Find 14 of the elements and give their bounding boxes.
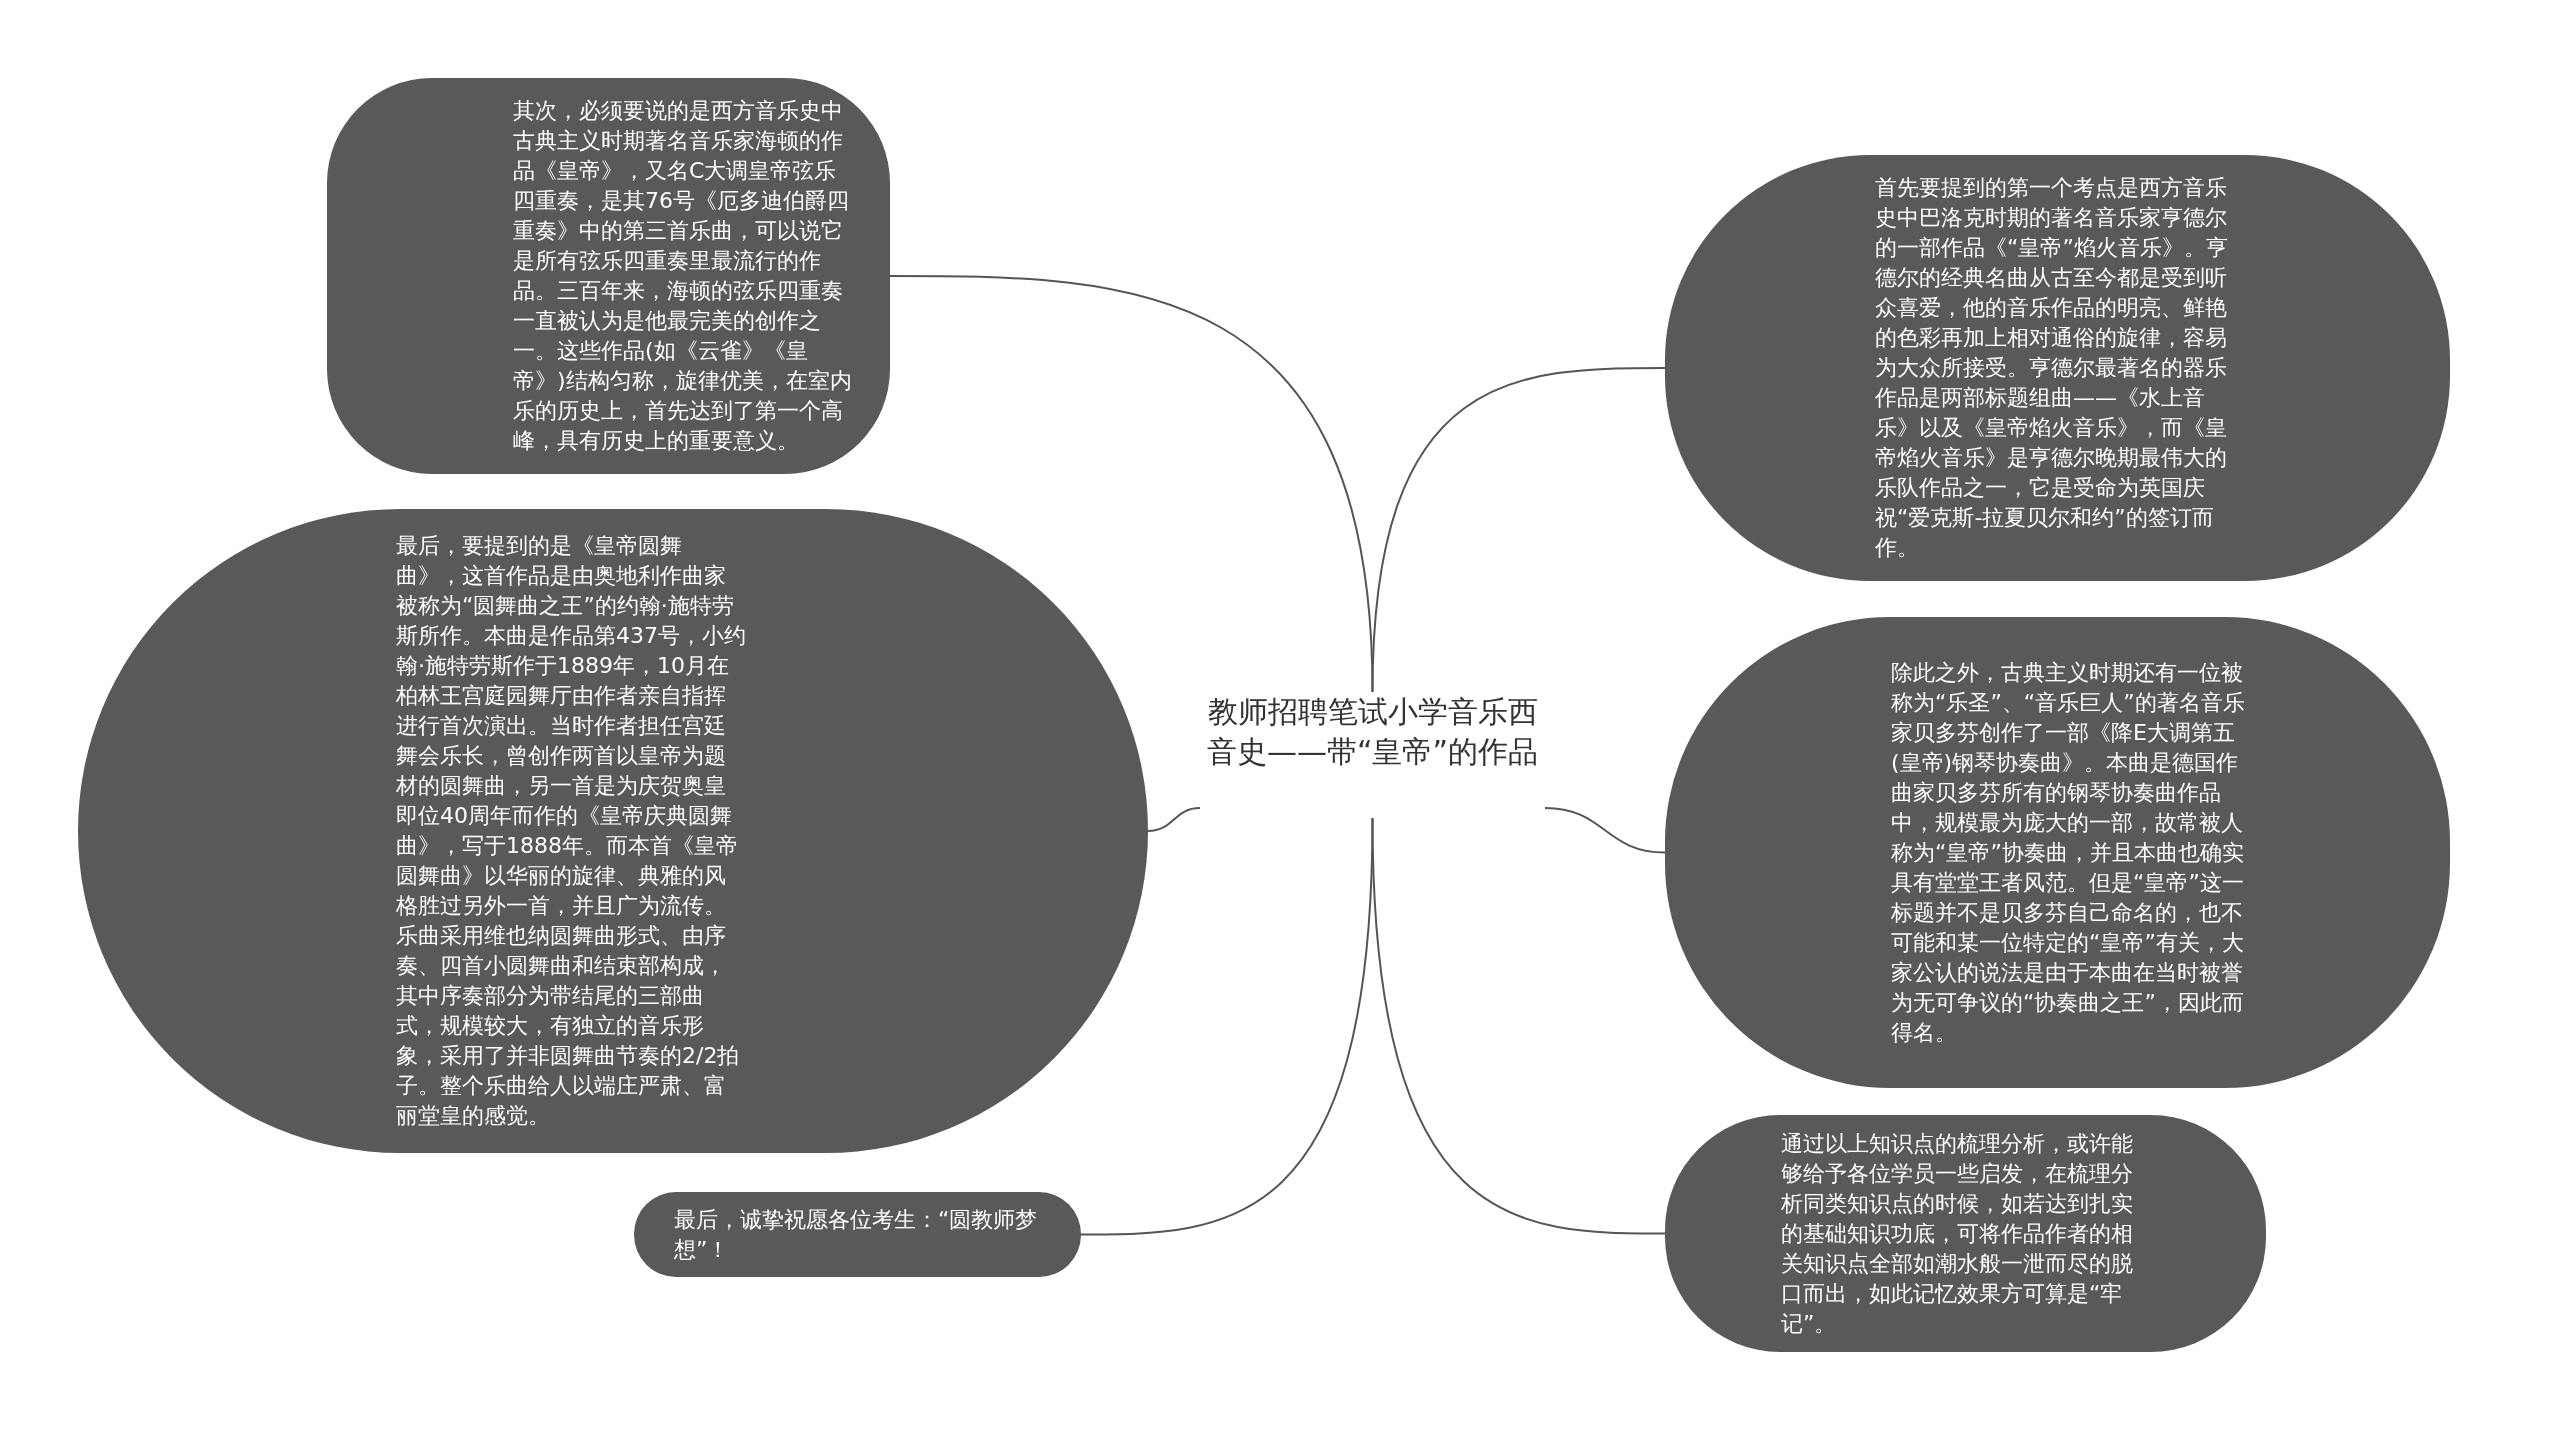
topic-text: 其次，必须要说的是西方音乐史中古典主义时期著名音乐家海顿的作品《皇帝》，又名C大调皇帝弦乐四重奏，是其76号《厄多迪伯爵四重奏》中的第三首乐曲，可以说它是所有弦乐四重奏里最流行的作品。三百年来，海顿的弦乐四重奏一直被认为是他最完美的创作之一。这些作品(如《云雀》《皇帝》)结构匀称，旋律优美，在室内乐的历史上，首先达到了第一个高峰，具有历史上的重要意义。 [513, 97, 853, 455]
connector-line [1544, 807, 1666, 854]
topic-text: 通过以上知识点的梳理分析，或许能够给予各位学员一些启发，在梳理分析同类知识点的时候，如若达到扎实的基础知识功底，可将作品作者的相关知识点全部如潮水般一泄而尽的脱口而出，如此记忆效果方可算是“牢记”。 [1781, 1129, 2134, 1338]
connector-line [1371, 817, 1666, 1235]
connector-line [1080, 817, 1374, 1236]
connector-line [1371, 367, 1666, 693]
topic-text: 最后，诚挚祝愿各位考生：“圆教师梦想”！ [674, 1205, 1039, 1264]
topic-text: 首先要提到的第一个考点是西方音乐史中巴洛克时期的著名音乐家亨德尔的一部作品《“皇帝”焰火音乐》。亨德尔的经典名曲从古至今都是受到听众喜爱，他的音乐作品的明亮、鲜艳的色彩再加上相对通俗的旋律，容易为大众所接受。亨德尔最著名的器乐作品是两部标题组曲——《水上音乐》以及《皇帝焰火音乐》，而《皇帝焰火音乐》是亨德尔晚期最伟大的乐队作品之一，它是受命为英国庆祝“爱克斯-拉夏贝尔和约”的签订而作。 [1875, 174, 2229, 562]
topic-text: 除此之外，古典主义时期还有一位被称为“乐圣”、“音乐巨人”的著名音乐家贝多芬创作了一部《降E大调第五(皇帝)钢琴协奏曲》。本曲是德国作曲家贝多芬所有的钢琴协奏曲作品中，规模最为庞大的一部，故常被人称为“皇帝”协奏曲，并且本曲也确实具有堂堂王者风范。但是“皇帝”这一标题并不是贝多芬自己命名的，也不可能和某一位特定的“皇帝”有关，大家公认的说法是由于本曲在当时被誉为无可争议的“协奏曲之王”，因此而得名。 [1891, 658, 2246, 1047]
connector-line [1147, 807, 1201, 832]
topic-bubble [327, 78, 890, 474]
topic-text: 最后，要提到的是《皇帝圆舞曲》，这首作品是由奥地利作曲家被称为“圆舞曲之王”的约翰·施特劳斯所作。本曲是作品第437号，小约翰·施特劳斯作于1889年，10月在柏林王宫庭园舞厅由作者亲自指挥进行首次演出。当时作者担任宫廷舞会乐长，曾创作两首以皇帝为题材的圆舞曲，另一首是为庆贺奥皇即位40周年而作的《皇帝庆典圆舞曲》，写于1888年。而本首《皇帝圆舞曲》以华丽的旋律、典雅的风格胜过另外一首，并且广为流传。乐曲采用维也纳圆舞曲形式、由序奏、四首小圆舞曲和结束部构成，其中序奏部分为带结尾的三部曲式，规模较大，有独立的音乐形象，采用了并非圆舞曲节奏的2/2拍子。整个乐曲给人以端庄严肃、富丽堂皇的感觉。 [396, 532, 746, 1130]
central-topic: 教师招聘笔试小学音乐西音史——带“皇帝”的作品 [1200, 692, 1545, 818]
connector-line [889, 275, 1374, 693]
